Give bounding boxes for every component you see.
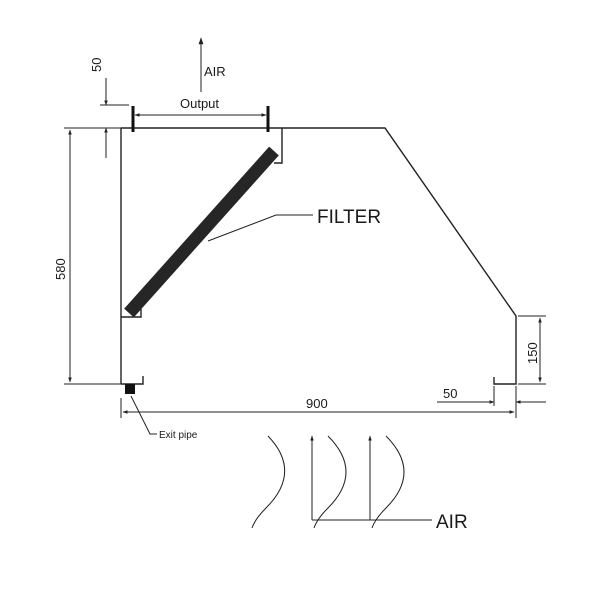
airflow-wave-1 bbox=[251, 435, 286, 529]
filter-leader-line bbox=[207, 214, 313, 242]
filter-label: FILTER bbox=[317, 207, 381, 228]
right-offset-label: 50 bbox=[443, 386, 457, 401]
filter-plate bbox=[124, 146, 279, 318]
exit-pipe-leader bbox=[130, 395, 157, 435]
air-bottom-label: AIR bbox=[436, 512, 468, 533]
airflow-wave-3 bbox=[371, 435, 405, 529]
exit-pipe-label: Exit pipe bbox=[159, 430, 198, 441]
bottom-left-lip bbox=[121, 376, 144, 385]
filter-bottom-bracket bbox=[121, 309, 142, 318]
right-height-label: 150 bbox=[525, 342, 540, 364]
exit-pipe bbox=[125, 384, 135, 394]
airflow-wave-2 bbox=[313, 435, 347, 529]
output-label: Output bbox=[180, 96, 219, 111]
height-label: 580 bbox=[53, 258, 68, 280]
top-offset-label: 50 bbox=[89, 58, 104, 72]
width-label: 900 bbox=[306, 396, 328, 411]
air-top-label: AIR bbox=[204, 64, 226, 79]
hood-outline bbox=[120, 127, 517, 385]
filter-top-bracket bbox=[274, 128, 283, 164]
